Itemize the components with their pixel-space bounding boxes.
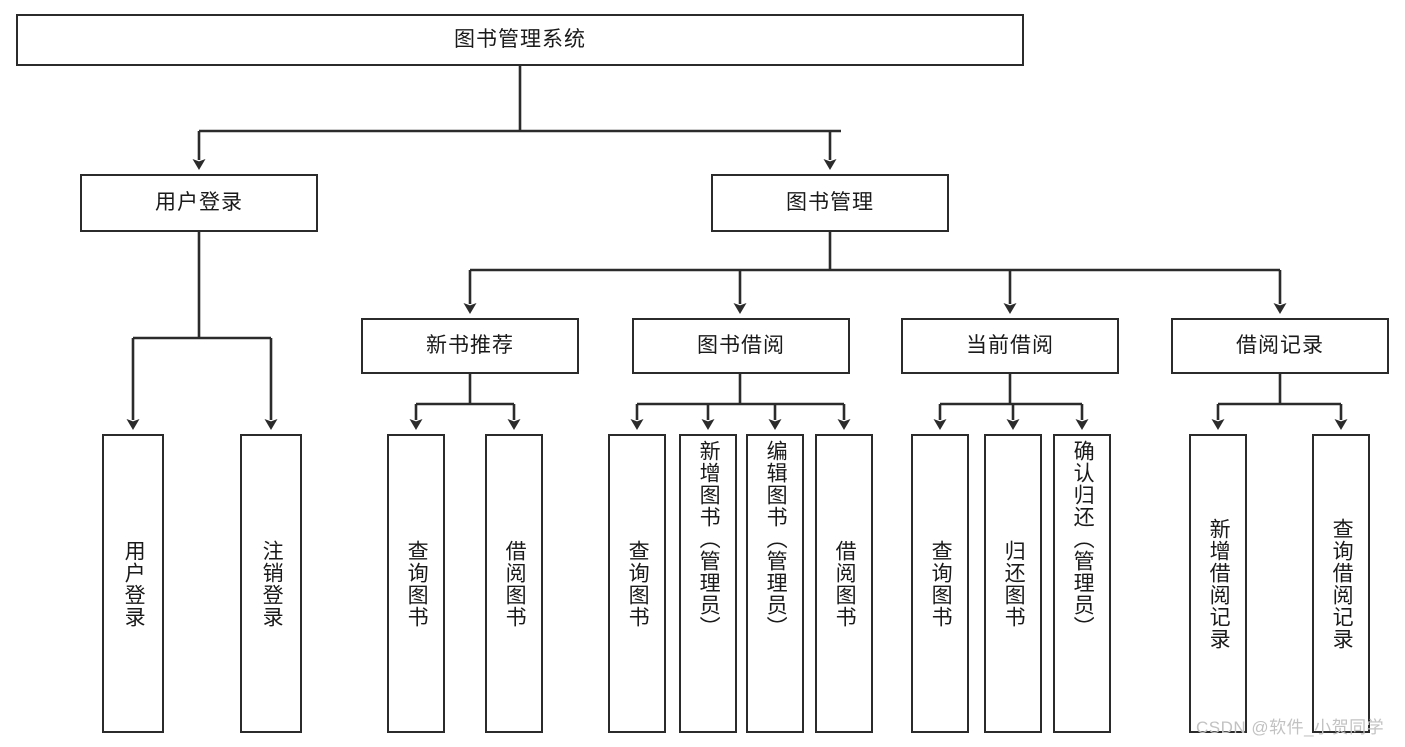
node-leaf-return-book[interactable]: 归还图书 — [984, 434, 1042, 733]
node-new-book-recommend-label: 新书推荐 — [426, 334, 514, 358]
node-leaf-return-book-label: 归还图书 — [1002, 539, 1026, 628]
node-leaf-user-logout[interactable]: 注销登录 — [240, 434, 302, 733]
node-borrow-record[interactable]: 借阅记录 — [1171, 318, 1389, 374]
node-book-borrow[interactable]: 图书借阅 — [632, 318, 850, 374]
node-leaf-confirm-return[interactable]: 确认归还（管理员） — [1053, 434, 1111, 733]
node-leaf-query-book-2-label: 查询图书 — [626, 539, 650, 628]
node-leaf-query-record[interactable]: 查询借阅记录 — [1312, 434, 1370, 733]
node-leaf-edit-book-label: 编辑图书（管理员） — [764, 440, 788, 638]
node-leaf-user-logout-label: 注销登录 — [260, 539, 284, 628]
node-leaf-query-book-1[interactable]: 查询图书 — [387, 434, 445, 733]
node-root[interactable]: 图书管理系统 — [16, 14, 1024, 66]
node-user-login-label: 用户登录 — [155, 191, 243, 215]
node-book-manage[interactable]: 图书管理 — [711, 174, 949, 232]
csdn-watermark: CSDN @软件_小贺同学 — [1196, 718, 1385, 737]
node-leaf-add-record[interactable]: 新增借阅记录 — [1189, 434, 1247, 733]
node-leaf-borrow-book-2[interactable]: 借阅图书 — [815, 434, 873, 733]
node-leaf-query-book-3-label: 查询图书 — [929, 539, 953, 628]
node-leaf-query-book-2[interactable]: 查询图书 — [608, 434, 666, 733]
node-book-manage-label: 图书管理 — [786, 191, 874, 215]
node-leaf-add-book[interactable]: 新增图书（管理员） — [679, 434, 737, 733]
node-leaf-add-record-label: 新增借阅记录 — [1207, 517, 1231, 650]
node-book-borrow-label: 图书借阅 — [697, 334, 785, 358]
node-borrow-record-label: 借阅记录 — [1236, 334, 1324, 358]
node-root-label: 图书管理系统 — [454, 28, 586, 52]
node-leaf-query-record-label: 查询借阅记录 — [1330, 517, 1354, 650]
node-leaf-user-login[interactable]: 用户登录 — [102, 434, 164, 733]
node-user-login[interactable]: 用户登录 — [80, 174, 318, 232]
node-new-book-recommend[interactable]: 新书推荐 — [361, 318, 579, 374]
node-leaf-user-login-label: 用户登录 — [122, 539, 146, 628]
node-leaf-query-book-3[interactable]: 查询图书 — [911, 434, 969, 733]
node-leaf-edit-book[interactable]: 编辑图书（管理员） — [746, 434, 804, 733]
node-current-borrow-label: 当前借阅 — [966, 334, 1054, 358]
node-current-borrow[interactable]: 当前借阅 — [901, 318, 1119, 374]
node-leaf-borrow-book-1-label: 借阅图书 — [503, 539, 527, 628]
node-leaf-borrow-book-1[interactable]: 借阅图书 — [485, 434, 543, 733]
node-leaf-confirm-return-label: 确认归还（管理员） — [1071, 440, 1095, 638]
node-leaf-add-book-label: 新增图书（管理员） — [697, 440, 721, 638]
node-leaf-borrow-book-2-label: 借阅图书 — [833, 539, 857, 628]
node-leaf-query-book-1-label: 查询图书 — [405, 539, 429, 628]
